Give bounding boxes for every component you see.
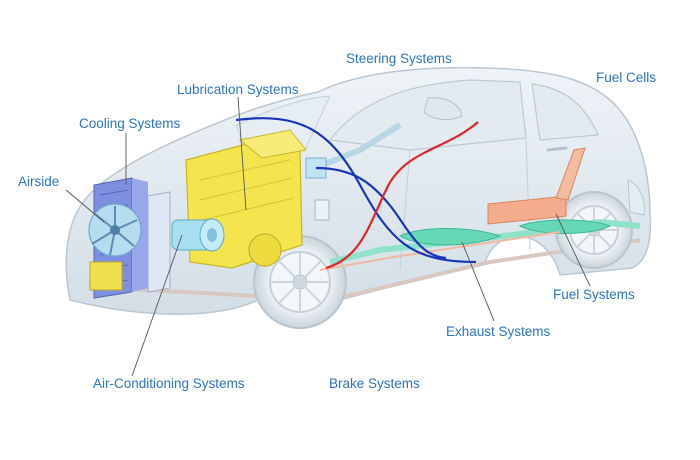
side-mirror: [423, 97, 463, 120]
label-brake-systems: Brake Systems: [329, 376, 420, 391]
label-air-conditioning-systems: Air-Conditioning Systems: [93, 376, 245, 391]
label-exhaust-systems: Exhaust Systems: [446, 324, 551, 339]
red-curve: [325, 121, 479, 270]
leader-aircon: [131, 234, 183, 377]
label-fuel-systems: Fuel Systems: [553, 287, 635, 302]
exhaust-pipe: [329, 218, 641, 265]
label-fuel-cells: Fuel Cells: [596, 70, 657, 85]
fuel-line: [319, 231, 561, 271]
fuel-tank: [487, 147, 586, 225]
blue-curve-upper: [235, 117, 477, 264]
label-steering-systems: Steering Systems: [346, 51, 452, 66]
cooling-fan: [88, 203, 142, 257]
rear-lamp: [627, 179, 645, 216]
leader-exhaust: [461, 241, 495, 322]
battery: [89, 261, 123, 291]
door-handle: [546, 146, 568, 152]
label-airside: Airside: [18, 174, 60, 189]
ac-condenser: [147, 191, 171, 293]
leader-fuel: [555, 213, 591, 287]
rear-window: [531, 83, 599, 141]
leader-airside: [65, 189, 105, 223]
leader-lines: [65, 96, 591, 377]
label-cooling-systems: Cooling Systems: [79, 116, 181, 131]
ac-compressor: [171, 218, 225, 252]
label-lubrication-systems: Lubrication Systems: [177, 82, 299, 97]
blue-curve-lower: [315, 166, 447, 260]
leader-lubrication: [237, 96, 247, 211]
